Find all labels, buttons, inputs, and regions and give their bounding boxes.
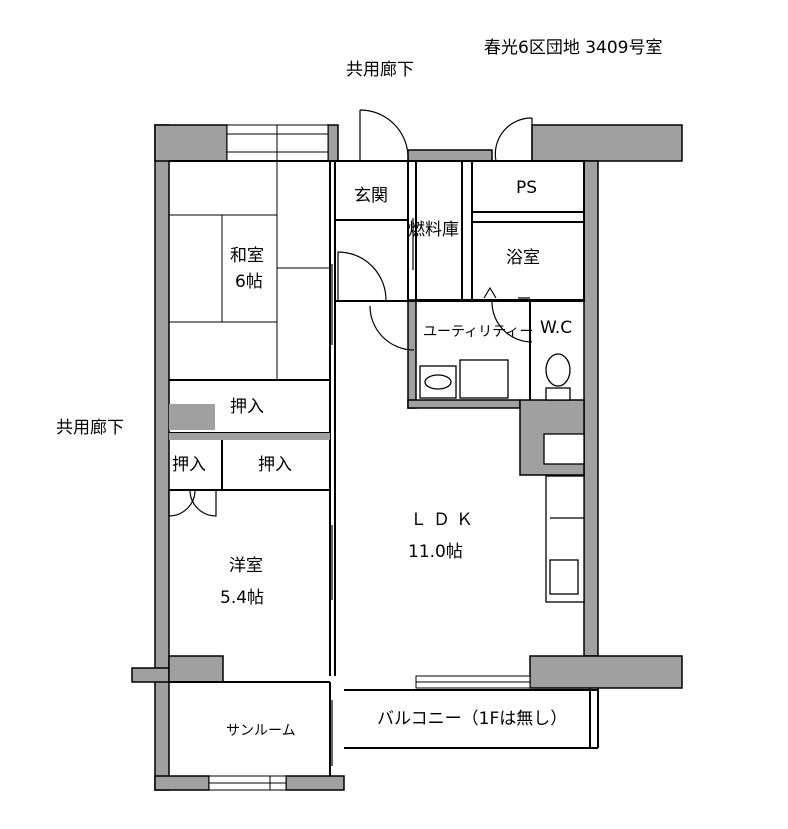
sink bbox=[549, 559, 579, 595]
corridor-label-top: 共用廊下 bbox=[346, 60, 414, 80]
door-bath bbox=[483, 286, 530, 299]
closet-label-2: 押入 bbox=[172, 455, 206, 475]
door-entry-right bbox=[494, 117, 533, 162]
room-label-nenryoko: 燃料庫 bbox=[408, 220, 459, 240]
wall-left-notch bbox=[131, 667, 170, 683]
room-label-wc: W.C bbox=[540, 318, 573, 338]
room-label-genkan: 玄関 bbox=[354, 186, 388, 206]
room-label-washitsu: 和室 bbox=[230, 246, 264, 266]
corridor-label-left: 共用廊下 bbox=[56, 418, 124, 438]
closet-label-1: 押入 bbox=[230, 397, 264, 417]
wall-left-block bbox=[168, 655, 224, 683]
wall-bottom-right bbox=[285, 775, 345, 791]
room-label-balcony: バルコニー（1Fは無し） bbox=[377, 709, 568, 729]
door-wc bbox=[491, 301, 533, 343]
wall-right-bottom bbox=[529, 655, 683, 689]
wall-left bbox=[154, 124, 170, 791]
wall-entry-lintel bbox=[407, 149, 493, 162]
wall-right-band bbox=[583, 160, 599, 657]
toilet-bowl bbox=[545, 353, 571, 387]
tatami-lines bbox=[169, 161, 330, 380]
fixtures bbox=[419, 353, 585, 603]
door-entry-left bbox=[359, 109, 409, 162]
room-size-ldk: 11.0帖 bbox=[408, 542, 463, 562]
wall-top-right bbox=[531, 124, 683, 162]
windows bbox=[208, 124, 531, 791]
room-label-utility: ユーティリティー bbox=[423, 324, 534, 340]
door-utility bbox=[369, 305, 415, 351]
closets bbox=[169, 404, 330, 440]
room-size-washitsu: 6帖 bbox=[235, 272, 263, 292]
wall-top-left bbox=[154, 124, 228, 162]
plan-title: 春光6区団地 3409号室 bbox=[484, 38, 663, 58]
doors bbox=[168, 109, 533, 766]
closet-label-3: 押入 bbox=[258, 455, 292, 475]
door-closet bbox=[168, 489, 217, 517]
wall-core-left bbox=[407, 299, 417, 409]
room-label-ldk: ＬＤＫ bbox=[410, 510, 479, 530]
wall-top-mid bbox=[327, 124, 339, 162]
room-label-yokushitsu: 浴室 bbox=[506, 248, 540, 268]
wall-bottom-left bbox=[154, 775, 210, 791]
room-size-yoshitsu: 5.4帖 bbox=[220, 588, 265, 608]
room-label-ps: PS bbox=[516, 178, 538, 198]
toilet-tank bbox=[545, 387, 571, 401]
wall-core-bottom bbox=[407, 399, 521, 409]
room-label-sunroom: サンルーム bbox=[226, 723, 296, 739]
door-hall bbox=[337, 251, 387, 301]
room-label-yoshitsu: 洋室 bbox=[229, 556, 263, 576]
refrigerator bbox=[543, 433, 585, 465]
washing-machine bbox=[459, 359, 509, 399]
